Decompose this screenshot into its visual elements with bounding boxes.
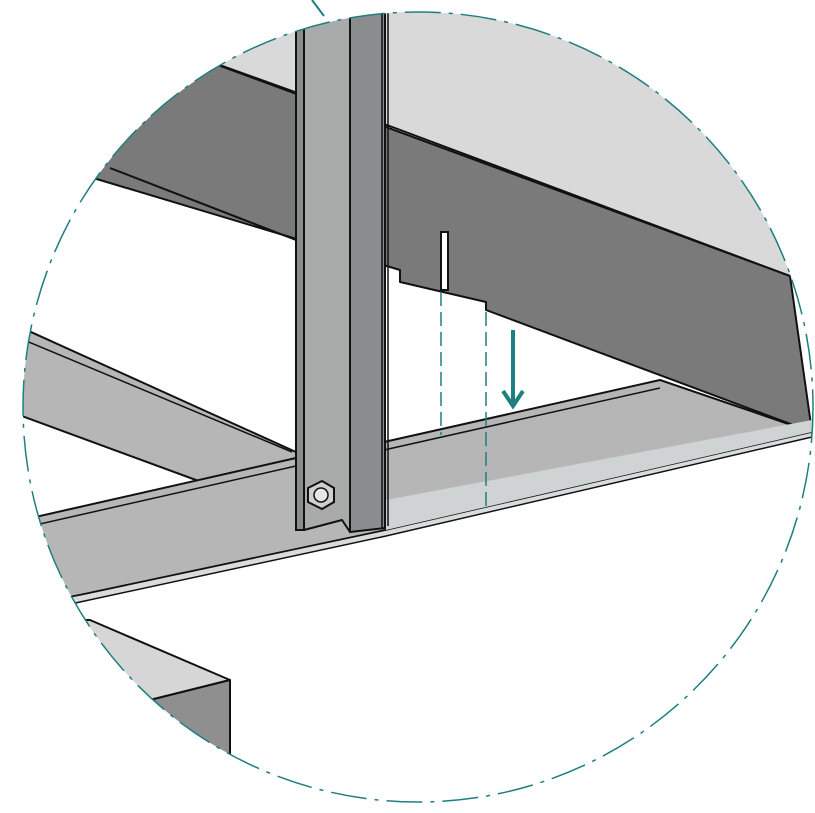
post-side-right [349,12,386,534]
beam-notch [440,231,449,291]
top-beam [23,39,813,433]
callout-circle [22,11,814,803]
post-face [303,12,351,533]
front-rail-face-light [386,420,812,530]
arrow-down-icon [501,330,525,410]
left-rail [23,317,297,488]
hex-bolt-icon [307,479,335,511]
post-side-left [295,12,305,531]
detail-content [23,12,813,761]
callout-leader [311,0,325,17]
